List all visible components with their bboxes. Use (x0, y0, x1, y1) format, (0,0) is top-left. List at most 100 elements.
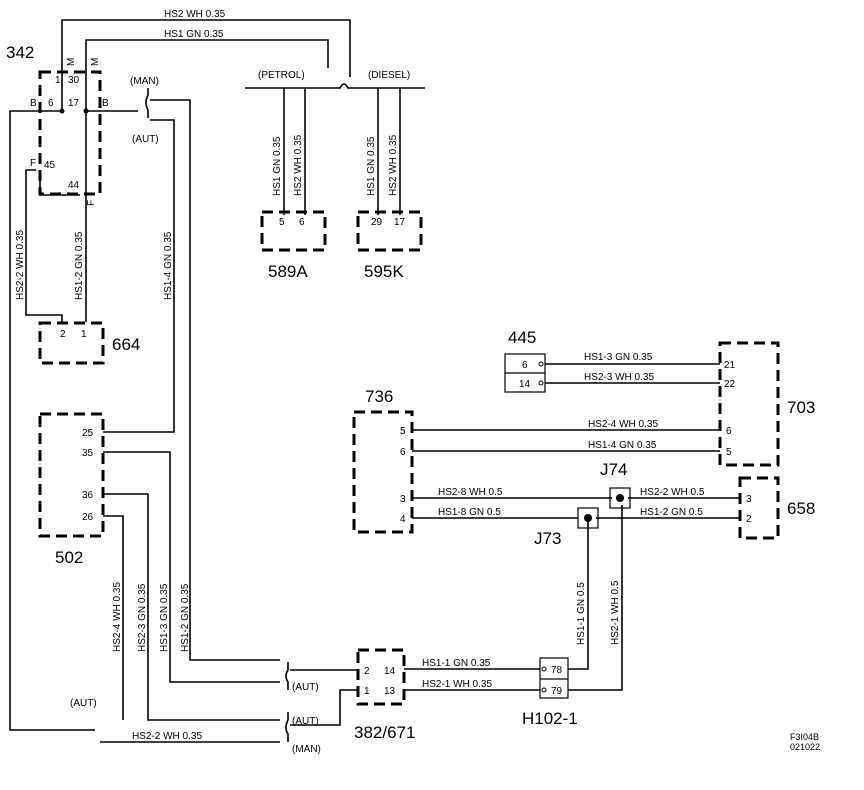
pin-589a-6: 6 (299, 217, 305, 228)
box-664 (38, 321, 105, 365)
label-664: 664 (112, 335, 140, 354)
wire-hs1-top (85, 39, 329, 72)
wire-label-hs2-4-502: HS2-4 WH 0.35 (112, 582, 123, 652)
pin-664-1: 1 (81, 329, 87, 340)
label-382-671: 382/671 (354, 723, 415, 742)
wire-aut-out (103, 119, 175, 433)
label-589a: 589A (268, 262, 308, 281)
pin-703-5: 5 (726, 447, 732, 458)
wire-label-hs1-589a: HS1 GN 0.35 (272, 136, 283, 196)
pin-589a-5: 5 (279, 217, 285, 228)
label-h102-1: H102-1 (522, 709, 578, 728)
splice-342-17 (83, 108, 89, 114)
pin-736-3: 3 (400, 494, 406, 505)
pin-445-14: 14 (519, 379, 531, 390)
wire-label-hs1-1-v: HS1-1 GN 0.5 (576, 582, 587, 645)
component-labels: 342 589A 595K 664 445 736 703 658 502 38… (6, 43, 815, 742)
label-j73: J73 (534, 529, 561, 548)
pin-342-f1: F (30, 158, 36, 169)
note-aut-left: (AUT) (70, 698, 97, 709)
pin-703-22: 22 (724, 379, 736, 390)
box-658 (738, 476, 780, 540)
note-man-top: (MAN) (130, 76, 159, 87)
note-petrol: (PETROL) (258, 70, 305, 81)
wire-label-hs1-4-mid: HS1-4 GN 0.35 (163, 231, 174, 300)
wire-382-pin1 (290, 689, 358, 726)
wire-label-hs1-1-h: HS1-1 GN 0.35 (422, 658, 491, 669)
wire-label-hs2-8: HS2-8 WH 0.5 (438, 487, 503, 498)
label-703: 703 (787, 398, 815, 417)
pin-342-6: 6 (48, 98, 54, 109)
wire-hs2-top (61, 19, 351, 77)
junction-j74-dot (616, 494, 624, 502)
wire-342-b-left (9, 110, 95, 731)
pin-382-14: 14 (384, 666, 396, 677)
label-502: 502 (55, 548, 83, 567)
pin-736-6: 6 (400, 447, 406, 458)
pin-703-6: 6 (726, 426, 732, 437)
notes: (PETROL) (DIESEL) (MAN) (AUT) (AUT) (AUT… (70, 70, 410, 755)
wire-label-hs2-4-736: HS2-4 WH 0.35 (588, 419, 658, 430)
ref-date: 021022 (790, 742, 820, 752)
wire-label-hs1-top: HS1 GN 0.35 (164, 29, 224, 40)
wire-petrol-bus (245, 83, 425, 89)
reference-code: F3I04B 021022 (790, 732, 820, 752)
wire-label-hs2-top: HS2 WH 0.35 (164, 9, 226, 20)
wire-342-pin45 (25, 169, 63, 322)
note-aut-top: (AUT) (132, 134, 159, 145)
wire-342-pin17 (85, 72, 108, 112)
box-595k (356, 210, 423, 252)
wire-label-hs2-2-bottom: HS2-2 WH 0.35 (132, 731, 202, 742)
note-aut-bottom: (AUT) (292, 716, 319, 727)
note-aut-mid: (AUT) (292, 682, 319, 693)
pin-342-30: 30 (68, 75, 80, 86)
pin-342-f2: F (86, 200, 97, 206)
wire-label-hs1-3-502: HS1-3 GN 0.35 (159, 583, 170, 652)
pin-labels: 1 30 M M 6 17 B B F 45 44 F 5 6 29 17 2 … (30, 58, 752, 697)
wire-label-hs1-8: HS1-8 GN 0.5 (438, 507, 501, 518)
wire-man-out (150, 99, 280, 661)
splice-342-6 (59, 108, 65, 114)
wire-label-hs1-2-left: HS1-2 GN 0.35 (74, 231, 85, 300)
wire-label-hs2-3-445: HS2-3 WH 0.35 (584, 372, 654, 383)
junction-j74 (609, 487, 631, 509)
label-595k: 595K (364, 262, 404, 281)
component-boxes (38, 70, 780, 706)
label-736: 736 (365, 387, 393, 406)
pin-736-4: 4 (400, 514, 406, 525)
pin-502-36: 36 (82, 490, 94, 501)
wire-label-hs2-3-502: HS2-3 GN 0.35 (137, 583, 148, 652)
wire-label-hs1-2-658: HS1-2 GN 0.5 (640, 507, 703, 518)
pin-595k-17: 17 (394, 217, 406, 228)
wire-382-in-bottom (285, 712, 289, 742)
label-j74: J74 (600, 460, 627, 479)
box-703 (718, 341, 780, 467)
box-736 (352, 410, 414, 534)
wire-502-26 (103, 515, 124, 720)
wire-502-35 (103, 451, 280, 683)
wire-man-aut-brace (145, 88, 149, 118)
pin-h102-78: 78 (551, 665, 563, 676)
junction-j73 (577, 507, 599, 529)
pin-342-m2: M (90, 58, 101, 66)
label-342: 342 (6, 43, 34, 62)
wire-label-hs1-4-736: HS1-4 GN 0.35 (588, 440, 657, 451)
wire-label-hs2-1-v: HS2-1 WH 0.5 (610, 580, 621, 645)
junction-j73-dot (584, 514, 592, 522)
connector-h102 (539, 657, 569, 699)
box-589a (260, 210, 327, 252)
wire-h102-78 (568, 522, 589, 670)
pin-382-2: 2 (364, 666, 370, 677)
pin-342-45: 45 (44, 160, 56, 171)
wire-labels-vertical: HS1 GN 0.35 HS2 WH 0.35 HS1 GN 0.35 HS2 … (15, 134, 621, 652)
wire-label-hs1-3-445: HS1-3 GN 0.35 (584, 352, 653, 363)
pin-736-5: 5 (400, 426, 406, 437)
pin-342-b1: B (30, 98, 37, 109)
pin-terminals (538, 361, 547, 693)
wire-h102-79 (568, 505, 623, 691)
wires (9, 19, 740, 743)
box-382 (356, 648, 406, 706)
pin-703-21: 21 (724, 360, 736, 371)
wire-502-36 (103, 493, 280, 721)
